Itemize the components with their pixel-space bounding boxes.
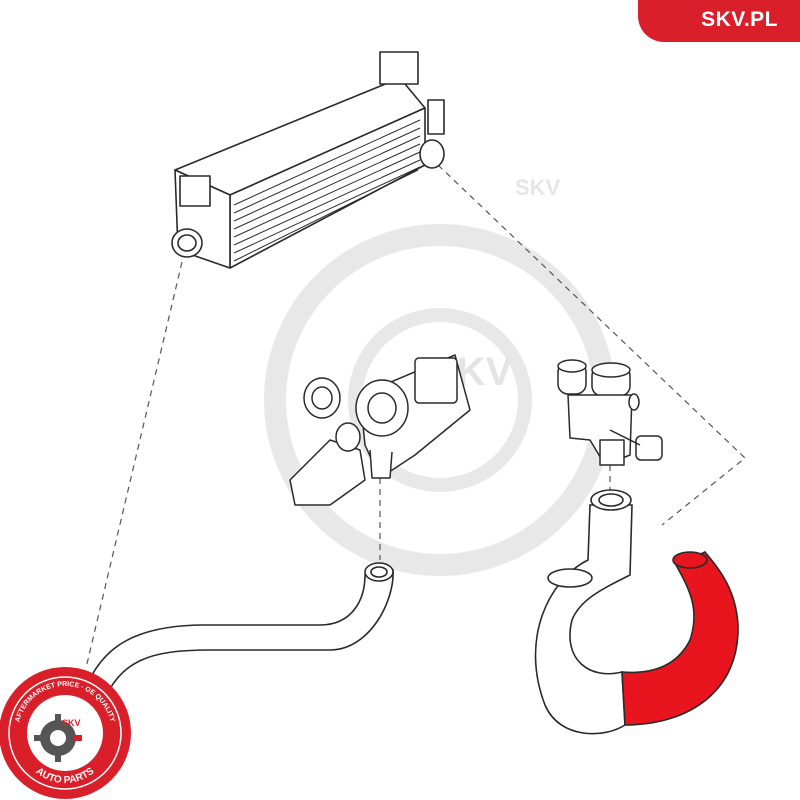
brand-tab: SKV.PL — [638, 0, 800, 42]
upper-hose — [534, 489, 633, 735]
seal-center-text: SKV — [62, 718, 81, 728]
throttle-body — [289, 354, 471, 506]
skv-quality-seal: AFTERMARKET PRICE · OE QUALITY AUTO PART… — [0, 667, 131, 799]
brand-site-label: SKV.PL — [701, 8, 778, 31]
lower-hose — [78, 562, 394, 706]
watermark-text-small: SKV — [515, 175, 561, 200]
highlighted-hose-section — [621, 551, 739, 726]
intercooler — [171, 51, 445, 269]
routing-lines — [85, 164, 746, 669]
turbo-pipe-fitting — [557, 359, 663, 466]
intercooler-inlet — [419, 139, 445, 169]
gear-icon — [34, 714, 82, 762]
